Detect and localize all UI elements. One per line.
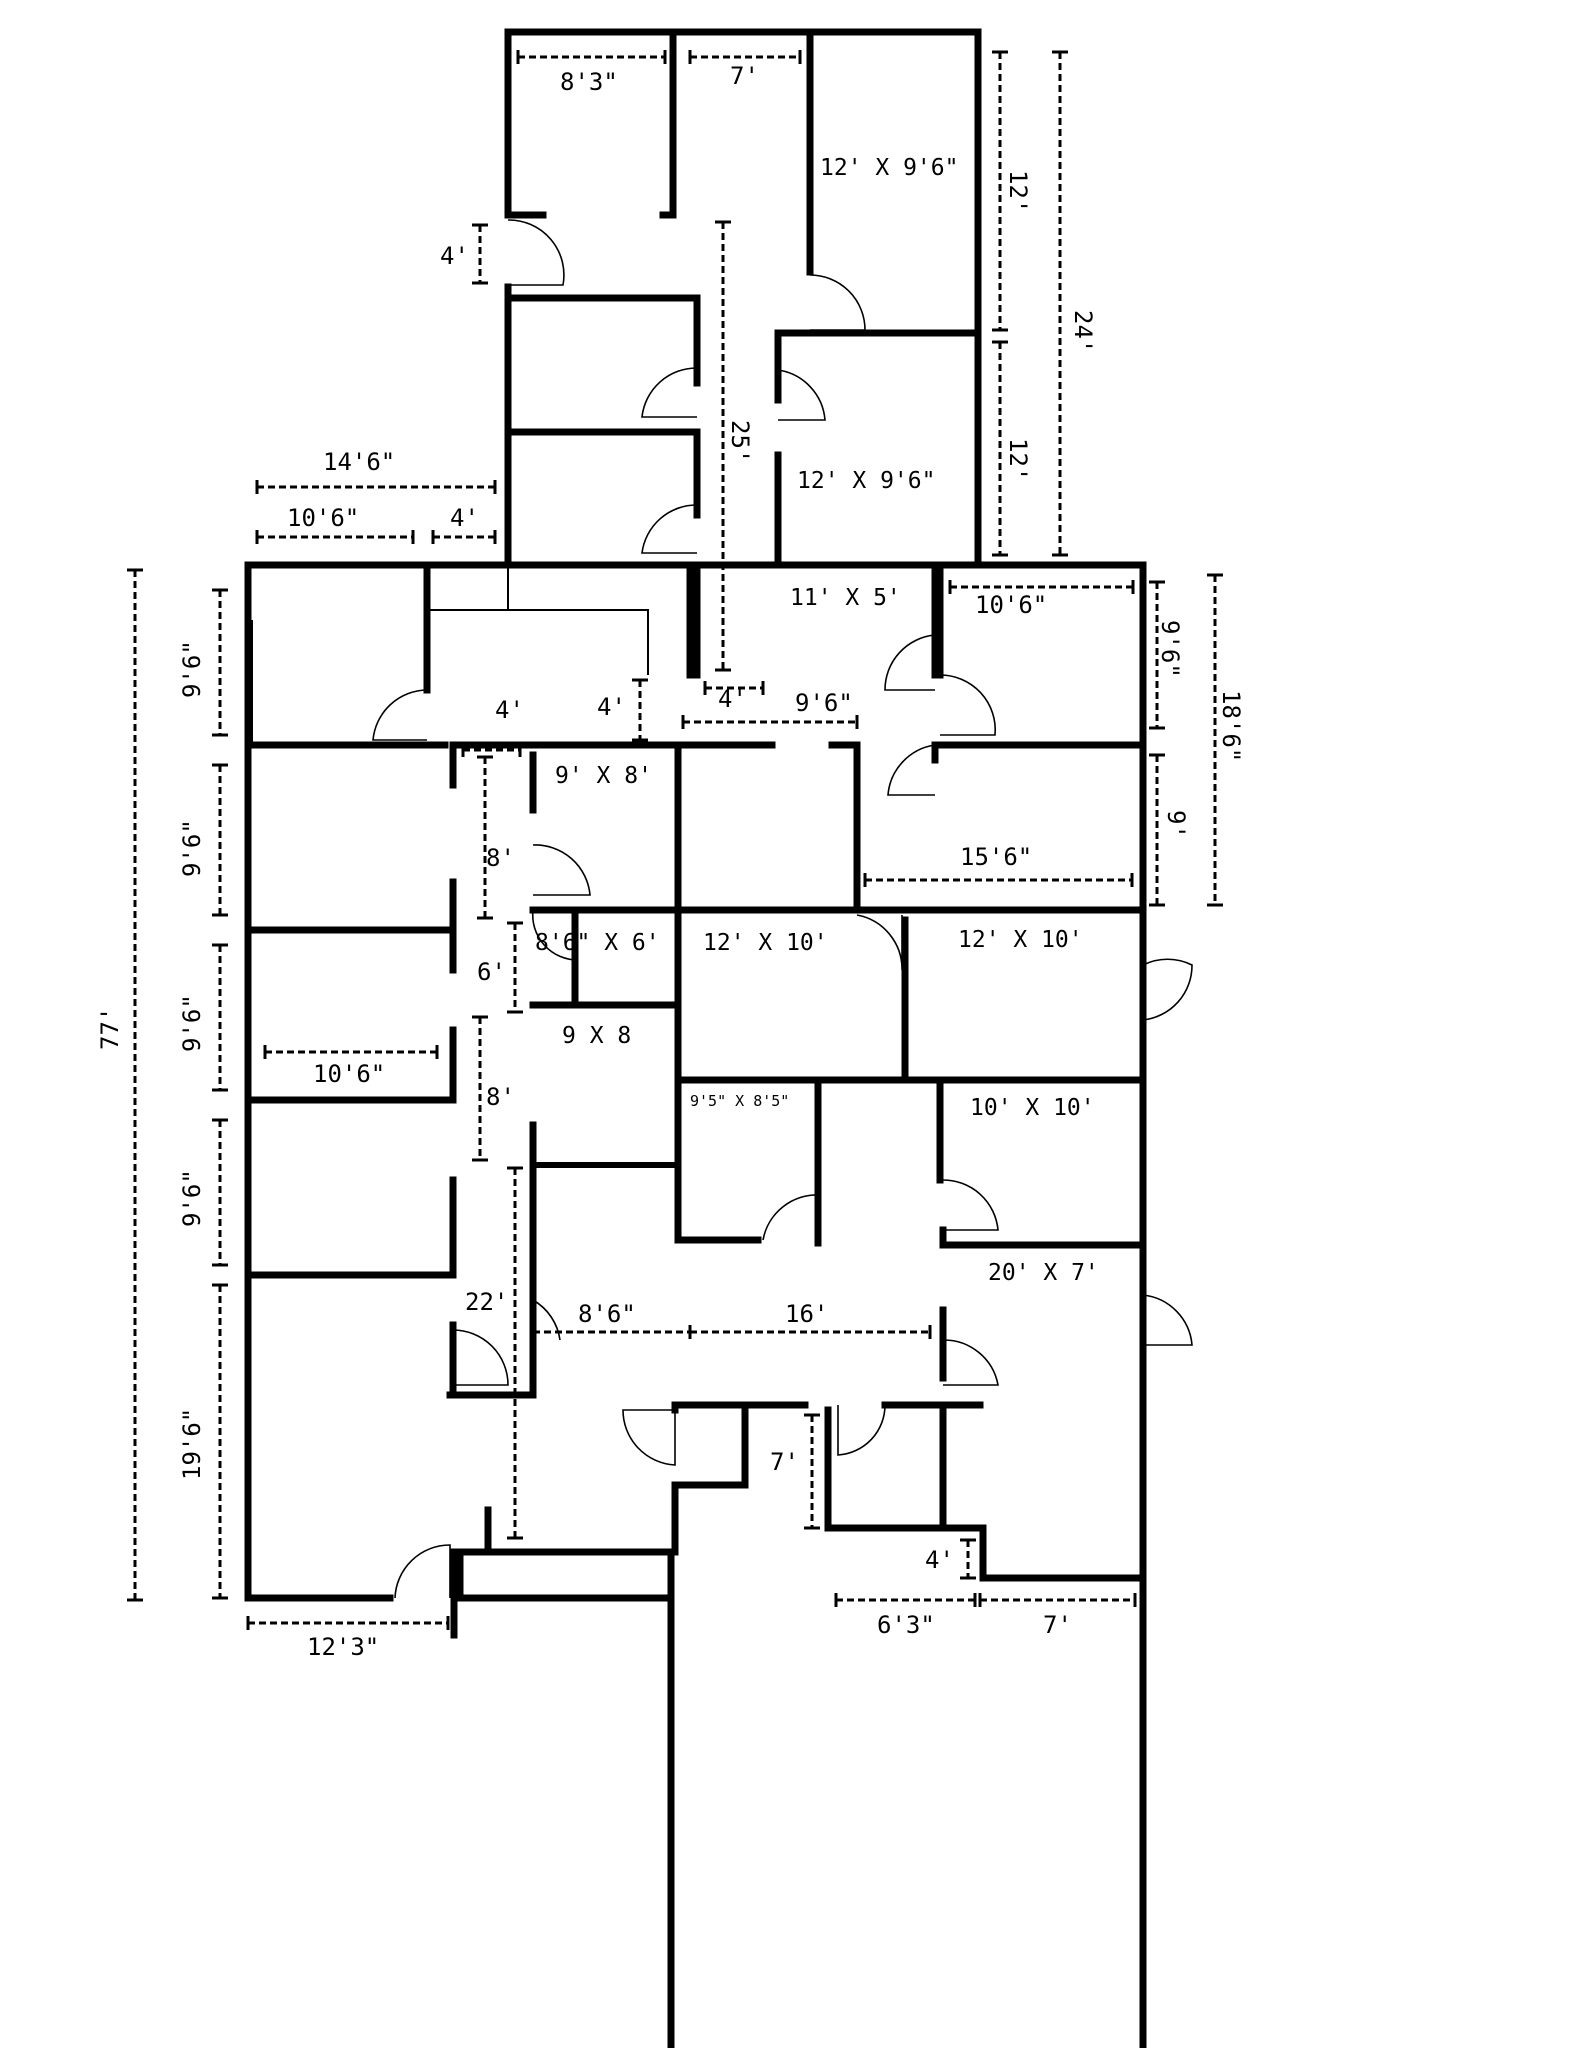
dimension-label: 6' <box>477 958 506 986</box>
dimension-label: 7' <box>730 62 759 90</box>
dimension-label: 10'6" <box>975 591 1047 619</box>
dimension-label: 4' <box>450 504 479 532</box>
dimension-label: 12'3" <box>307 1633 379 1661</box>
room-label: 8'6" X 6' <box>535 930 660 956</box>
dimension-label: 19'6" <box>178 1408 206 1480</box>
dimension-label: 7' <box>770 1448 799 1476</box>
dimension-label: 25' <box>726 420 754 463</box>
room-label: 12' X 9'6" <box>820 155 958 181</box>
room-label: 9'5" X 8'5" <box>690 1092 789 1110</box>
dimension-label: 9'6" <box>178 994 206 1052</box>
dimension-label: 4' <box>597 693 626 721</box>
dimension-label: 24' <box>1069 310 1097 353</box>
doors <box>372 219 1193 1599</box>
room-label: 9' X 8' <box>555 763 652 789</box>
dimension-label: 12' <box>1004 438 1032 481</box>
dimension-label: 4' <box>440 242 469 270</box>
dimension-label: 16' <box>785 1300 828 1328</box>
dimension-label: 9'6" <box>1156 620 1184 678</box>
room-label: 9 X 8 <box>562 1023 631 1049</box>
dimension-labels: 8'3" 7' 12' 24' 4' 25' 12' 14'6" 10'6" 4… <box>96 62 1245 1661</box>
thin-lines <box>251 565 681 1168</box>
dimension-label: 18'6" <box>1217 690 1245 762</box>
dimension-label: 9' <box>1162 810 1190 839</box>
dimension-label: 4' <box>495 696 524 724</box>
dimension-label: 9'6" <box>795 689 853 717</box>
room-label: 12' X 9'6" <box>797 468 935 494</box>
dimension-lines <box>133 52 1217 1625</box>
dimension-label: 7' <box>1043 1611 1072 1639</box>
dimension-label: 8' <box>486 1083 515 1111</box>
dimension-label: 6'3" <box>877 1611 935 1639</box>
dimension-label: 8' <box>486 844 515 872</box>
dimension-label: 14'6" <box>323 448 395 476</box>
room-label: 12' X 10' <box>703 930 828 956</box>
room-label: 20' X 7' <box>988 1260 1099 1286</box>
dimension-label: 9'6" <box>178 1169 206 1227</box>
dimension-label: 9'6" <box>178 819 206 877</box>
room-label: 10' X 10' <box>970 1095 1095 1121</box>
dimension-label: 8'6" <box>578 1300 636 1328</box>
dimension-label: 15'6" <box>960 843 1032 871</box>
dimension-label: 9'6" <box>178 640 206 698</box>
walls <box>244 28 1147 2048</box>
dimension-label: 22' <box>465 1288 508 1316</box>
dimension-label: 12' <box>1004 170 1032 213</box>
dimension-caps <box>127 50 1223 1630</box>
dimension-label: 10'6" <box>313 1060 385 1088</box>
room-label: 11' X 5' <box>790 585 901 611</box>
dimension-label: 77' <box>96 1007 124 1050</box>
dimension-label: 10'6" <box>287 504 359 532</box>
room-label: 12' X 10' <box>958 927 1083 953</box>
dimension-label: 4' <box>925 1546 954 1574</box>
room-labels: 12' X 9'6" 12' X 9'6" 11' X 5' 9' X 8' 8… <box>535 155 1099 1286</box>
dimension-label: 4' <box>718 685 747 713</box>
dimension-label: 8'3" <box>560 68 618 96</box>
